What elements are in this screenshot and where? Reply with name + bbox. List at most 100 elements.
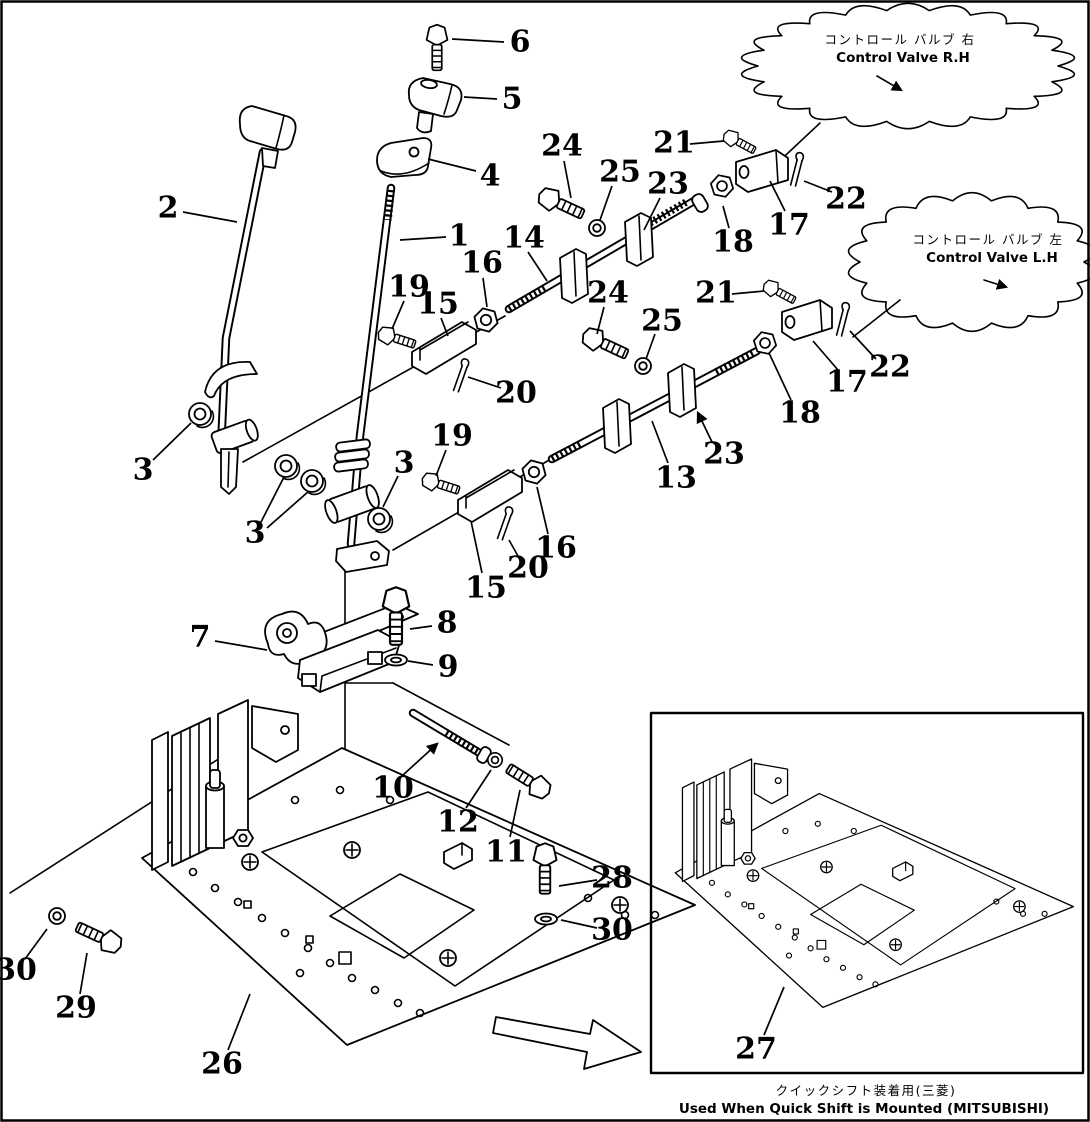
- leader-line: [558, 879, 598, 887]
- leader-line: [435, 449, 447, 477]
- leader-line: [382, 475, 399, 508]
- leader-line: [182, 211, 238, 223]
- part-label-5: 5: [502, 82, 523, 117]
- leader-line: [427, 158, 477, 172]
- part-label-16: 16: [461, 246, 503, 281]
- bolt-21b: [759, 276, 799, 309]
- leader-line: [768, 352, 792, 401]
- leader-line: [812, 340, 839, 371]
- rod-14-assembly: [374, 126, 805, 394]
- part-label-17: 17: [768, 208, 810, 243]
- cloud-rh-arrow-icon: [876, 75, 903, 92]
- leader-line: [79, 952, 88, 995]
- part-label-9: 9: [438, 650, 459, 685]
- nut-18a: [707, 173, 737, 199]
- leader-line: [402, 742, 439, 776]
- inset-box: [649, 711, 1085, 1075]
- block-15a: [411, 321, 477, 375]
- cloud-rh-outline: [740, 2, 1076, 130]
- part-label-22: 22: [825, 182, 867, 217]
- leader-line: [465, 769, 492, 809]
- bushing-3d: [367, 507, 394, 534]
- leader-line: [643, 197, 661, 231]
- cloud-control-valve-lh: コントロール バルブ 左 Control Valve L.H: [847, 191, 1090, 333]
- leader-line: [227, 993, 251, 1051]
- washer-12: [486, 751, 504, 769]
- part-label-27: 27: [735, 1032, 777, 1067]
- part-label-3: 3: [245, 516, 266, 551]
- part-label-19: 19: [388, 270, 430, 305]
- part-label-23: 23: [703, 437, 745, 472]
- part-label-26: 26: [201, 1047, 243, 1082]
- part-label-2: 2: [158, 191, 179, 226]
- cloud-control-valve-rh: コントロール バルブ 右 Control Valve R.H: [740, 2, 1076, 130]
- part-label-1: 1: [449, 219, 470, 254]
- part-label-3: 3: [133, 453, 154, 488]
- inset-caption-jp: クイックシフト装着用(三菱): [776, 1083, 957, 1098]
- pin-22a: [789, 151, 805, 188]
- part-label-25: 25: [641, 304, 683, 339]
- part-label-20: 20: [495, 376, 537, 411]
- part-label-24: 24: [587, 276, 629, 311]
- leader-line: [467, 376, 502, 389]
- leader-line: [731, 290, 765, 295]
- leader-line: [563, 160, 572, 199]
- leader-line: [409, 625, 433, 630]
- leader-line: [482, 277, 488, 308]
- leader-line: [407, 660, 434, 666]
- leader-line: [696, 410, 713, 443]
- part-label-17: 17: [826, 365, 868, 400]
- part-label-30: 30: [591, 913, 633, 948]
- washer-25a: [588, 219, 606, 237]
- bolt-24a: [533, 183, 589, 226]
- bushing-3a: [188, 402, 215, 429]
- leader-line: [152, 422, 192, 461]
- washer-9: [384, 653, 408, 667]
- leader-line: [596, 306, 605, 335]
- clamp-23c: [602, 398, 632, 454]
- part-label-15: 15: [465, 571, 507, 606]
- part-label-22: 22: [869, 350, 911, 385]
- lever-1: [324, 183, 396, 573]
- leader-line: [536, 486, 549, 535]
- leader-line: [689, 140, 725, 145]
- leader-line: [214, 640, 268, 651]
- leader-line: [463, 96, 498, 100]
- cloud-rh-en-text: Control Valve R.H: [836, 50, 970, 66]
- cloud-lh-arrow-icon: [983, 278, 1009, 290]
- grip-knob-5: [407, 77, 463, 134]
- leader-line: [470, 520, 483, 574]
- bolt-6: [425, 23, 449, 72]
- pin-20b: [496, 505, 515, 542]
- part-label-10: 10: [372, 771, 414, 806]
- leader-line: [399, 236, 447, 241]
- part-label-13: 13: [655, 461, 697, 496]
- clamp-23a: [559, 248, 589, 304]
- washer-30a: [48, 907, 66, 925]
- washer-30b: [534, 912, 558, 926]
- part-label-4: 4: [480, 159, 501, 194]
- rod-10: [408, 708, 492, 764]
- part-label-14: 14: [503, 221, 545, 256]
- leader-line: [260, 476, 285, 523]
- part-label-19: 19: [431, 419, 473, 454]
- leader-line: [440, 317, 449, 337]
- part-label-18: 18: [712, 225, 754, 260]
- pin-20a: [452, 357, 471, 394]
- bolt-29: [71, 915, 127, 958]
- part-label-15: 15: [417, 287, 459, 322]
- leader-line: [527, 251, 548, 282]
- bushing-3c: [300, 469, 327, 496]
- part-label-25: 25: [599, 155, 641, 190]
- block-15b: [457, 469, 523, 523]
- leader-line: [599, 185, 613, 221]
- leader-line: [763, 986, 785, 1036]
- lever-2: [204, 105, 297, 495]
- leader-line: [266, 490, 310, 529]
- inset-caption-en: Used When Quick Shift is Mounted (MITSUB…: [679, 1101, 1049, 1117]
- part-label-8: 8: [437, 606, 458, 641]
- part-label-18: 18: [779, 396, 821, 431]
